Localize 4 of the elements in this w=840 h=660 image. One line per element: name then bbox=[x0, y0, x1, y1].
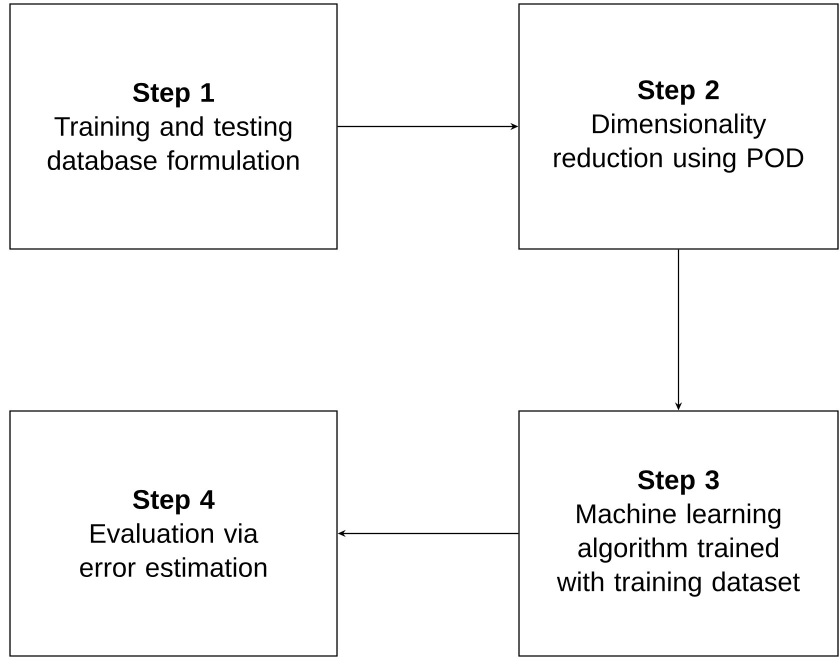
process-box: Step 3 Machine learning algorithm trained with training dataset bbox=[518, 410, 839, 657]
process-box: Step 4 Evaluation via error estimation bbox=[9, 410, 338, 657]
process-box: Step 2 Dimensionality reduction using POD bbox=[518, 3, 839, 250]
process-box: Step 1 Training and testing database formulation bbox=[9, 3, 338, 250]
